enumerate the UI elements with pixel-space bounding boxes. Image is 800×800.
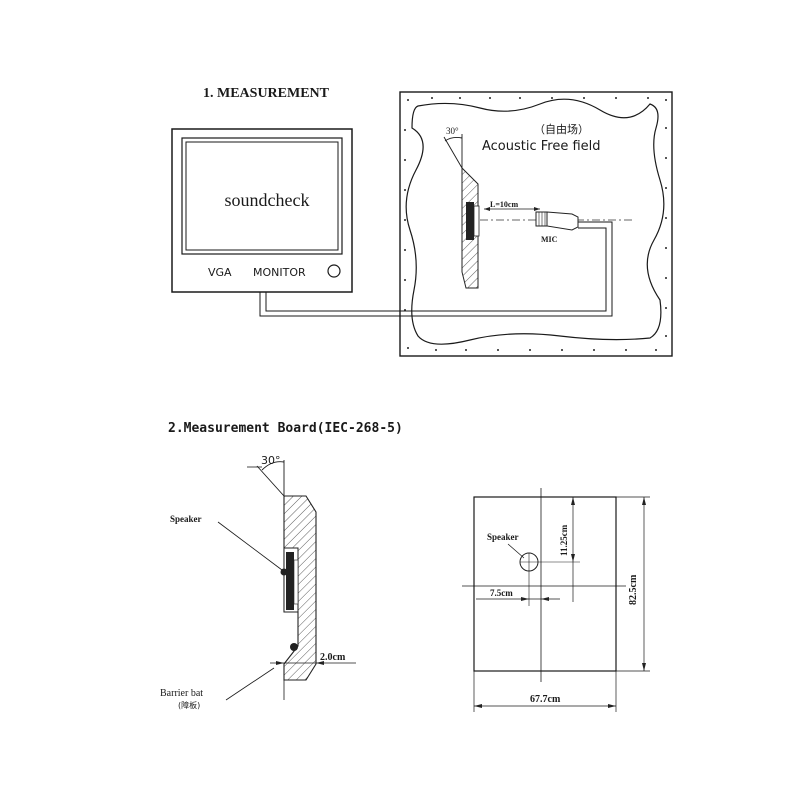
side-speaker-label: Speaker [170,514,202,524]
side-thickness-label: 2.0cm [320,652,346,663]
front-height-label: 82.5cm [628,574,639,605]
chamber-label-cn: （自由场） [534,122,589,136]
front-speaker-label: Speaker [487,532,519,542]
section2-title: 2.Measurement Board(IEC-268-5) [168,421,403,436]
baffle-side-view [247,460,317,700]
front-width-label: 67.7cm [530,694,561,705]
chamber-angle-label: 30° [446,126,459,136]
front-offset-y-label: 11.25cm [559,524,569,556]
baffle-front-view [462,488,650,712]
side-angle-label: 30° [261,454,281,467]
chamber-angle-mark [443,134,463,169]
thickness-dimension [270,661,356,665]
power-button-icon [327,264,341,278]
monitor-screen-text: soundcheck [225,190,310,210]
side-speaker-leader [217,521,283,571]
connection-cable [259,221,613,317]
monitor: soundcheck VGA MONITOR [171,128,353,293]
barrier-label: Barrier bat [160,688,203,699]
barrier-leader [225,667,275,701]
mic-distance-label: L=10cm [490,200,518,209]
acoustic-chamber [399,91,673,357]
monitor-vga-label: VGA [208,266,232,279]
front-speaker-leader [507,543,525,559]
microphone-icon [535,211,579,231]
monitor-model-label: MONITOR [253,266,306,279]
barrier-label-cn: (障板) [178,700,200,710]
front-offset-x-label: 7.5cm [490,588,513,598]
chamber-baffle [461,166,480,289]
section1-title: 1. MEASUREMENT [203,86,330,101]
chamber-label-en: Acoustic Free field [482,139,601,154]
mic-label: MIC [541,235,558,244]
